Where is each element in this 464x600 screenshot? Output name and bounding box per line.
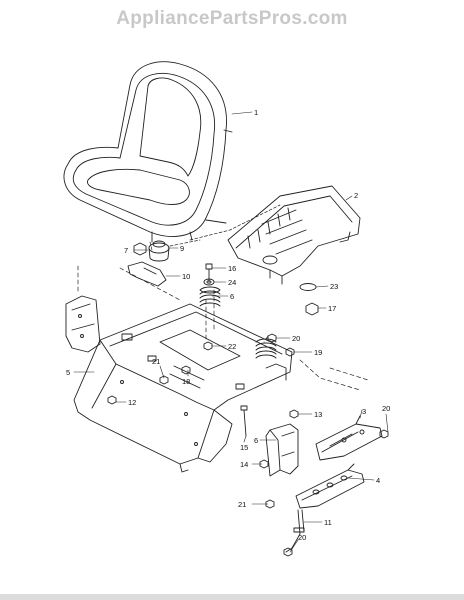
- callout-15: 15: [240, 443, 248, 452]
- nut-20-c: [283, 547, 293, 557]
- left-bracket: [65, 295, 101, 353]
- callout-3: 3: [362, 407, 366, 416]
- seat: [63, 61, 233, 243]
- spring-8: [199, 286, 221, 307]
- seat-frame: [73, 303, 293, 473]
- callout-19: 19: [314, 348, 322, 357]
- callout-22: 22: [228, 342, 236, 351]
- lever-11: [285, 509, 305, 553]
- bolt-15: [240, 405, 248, 437]
- callout-20b: 20: [292, 334, 300, 343]
- nut-19: [285, 347, 295, 357]
- watermark: AppliancePartsPros.com: [116, 8, 348, 29]
- seat-leaders: [149, 204, 281, 251]
- nut-14: [259, 459, 269, 469]
- callout-7: 7: [124, 246, 128, 255]
- callout-leaders: [73, 111, 389, 553]
- callout-21a: 21: [152, 357, 160, 366]
- callout-6a: 6: [230, 292, 234, 301]
- callout-11: 11: [324, 518, 332, 527]
- nut-7: [133, 242, 147, 256]
- callout-18: 18: [182, 377, 190, 386]
- callout-24: 24: [228, 278, 236, 287]
- nut-13: [289, 409, 299, 419]
- nut-17: [305, 302, 319, 316]
- assembly-leaders: [77, 265, 369, 391]
- callout-4: 4: [376, 476, 380, 485]
- footer-bar: [0, 594, 464, 600]
- callout-23: 23: [330, 282, 338, 291]
- callout-21b: 21: [238, 500, 246, 509]
- callout-labels: 1 2 3 4 5 6 6 7 9 10 11 12 13 14 15 16 1…: [66, 108, 390, 542]
- nut-20-b: [267, 333, 277, 343]
- nut-20-a: [379, 429, 389, 439]
- nut-21-a: [159, 375, 169, 385]
- nut-22: [203, 341, 213, 351]
- callout-20a: 20: [382, 404, 390, 413]
- callout-6b: 6: [254, 436, 258, 445]
- washer-23: [299, 283, 317, 291]
- nut-21-b: [265, 499, 275, 509]
- callout-20c: 20: [298, 533, 306, 542]
- callout-14: 14: [240, 460, 248, 469]
- rail-4: [295, 463, 365, 509]
- callout-10: 10: [182, 272, 190, 281]
- callout-12: 12: [128, 398, 136, 407]
- callout-2: 2: [354, 191, 358, 200]
- bracket-6: [265, 423, 299, 477]
- callout-9: 9: [180, 244, 184, 253]
- callout-17: 17: [328, 304, 336, 313]
- callout-1: 1: [254, 108, 258, 117]
- nut-18: [181, 365, 191, 375]
- callout-5: 5: [66, 368, 70, 377]
- rail-3: [315, 415, 383, 461]
- seat-pan: [227, 185, 361, 285]
- bolt-16: [205, 263, 213, 283]
- callout-13: 13: [314, 410, 322, 419]
- nut-12: [107, 395, 117, 405]
- callout-16: 16: [228, 264, 236, 273]
- bracket-10: [127, 261, 167, 287]
- knob-9: [148, 240, 170, 262]
